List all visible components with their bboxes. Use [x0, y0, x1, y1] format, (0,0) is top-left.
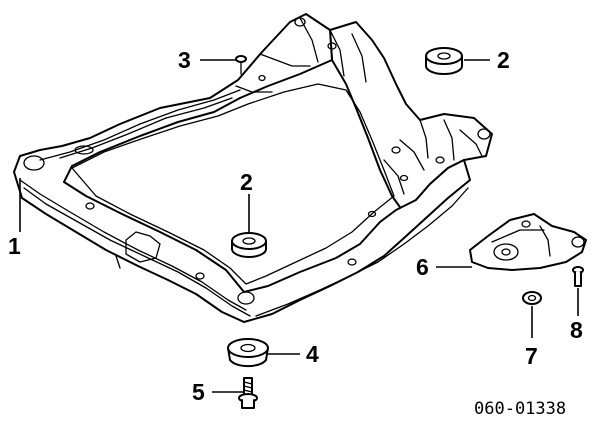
bolt-small-right	[572, 266, 584, 287]
leader-lines	[19, 59, 579, 393]
bushing-upper	[425, 47, 463, 75]
callout-1: 1	[8, 233, 21, 259]
bushing-lower	[227, 338, 269, 368]
callout-labels: 1 2 2 3 4 5 6 7 8	[8, 47, 583, 405]
callout-6: 6	[416, 254, 429, 280]
callout-5: 5	[192, 379, 205, 405]
callout-2-center: 2	[240, 169, 253, 195]
callout-2-upper: 2	[497, 47, 510, 73]
mount-bracket	[469, 213, 587, 271]
callout-8: 8	[570, 317, 583, 343]
bolt-small	[235, 55, 247, 75]
bushing-center	[231, 232, 267, 258]
bolt-flange	[238, 377, 258, 409]
subframe-crossmember	[13, 13, 493, 323]
reference-number: 060-01338	[474, 399, 566, 419]
callout-7: 7	[525, 343, 538, 369]
callout-4: 4	[306, 341, 319, 367]
washer	[522, 291, 542, 305]
callout-3: 3	[178, 47, 191, 73]
